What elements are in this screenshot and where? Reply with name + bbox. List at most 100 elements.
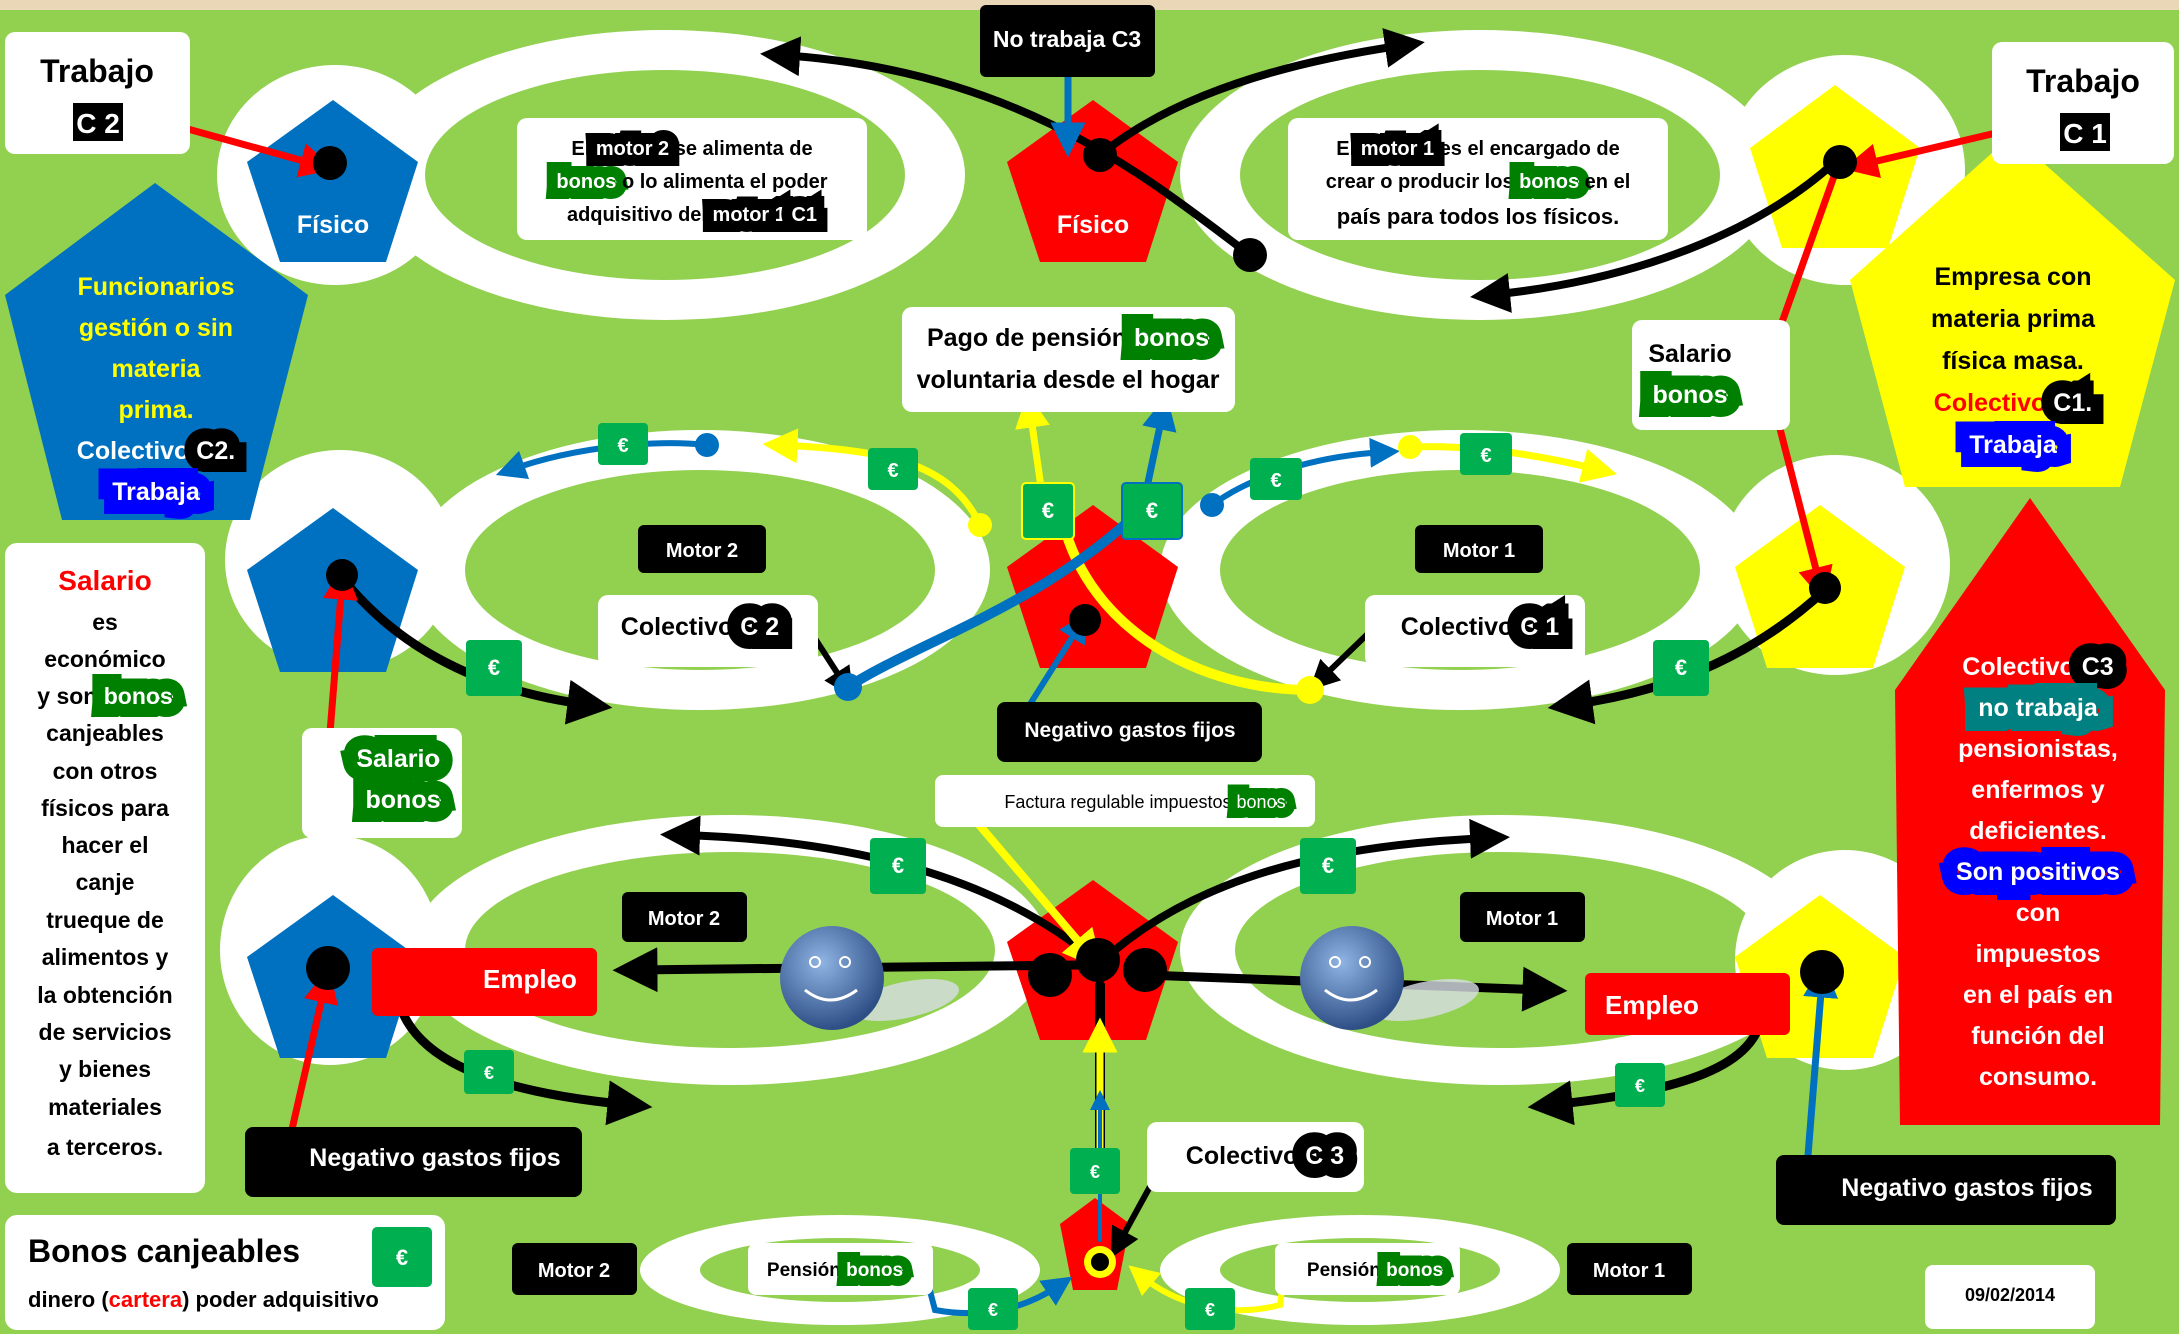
svg-text:Pensión bonos: Pensión bonos [1307,1260,1443,1281]
svg-text:€: € [617,435,628,457]
svg-text:El motor 2 se alimenta de: El motor 2 se alimenta de [571,138,812,160]
euro-icon: € [396,1245,408,1270]
svg-text:con otros: con otros [53,758,158,784]
pentagon-blue-top [247,100,418,262]
fisico-center-label: Físico [1057,211,1129,239]
svg-text:trueque de: trueque de [46,907,164,933]
svg-text:09/02/2014: 09/02/2014 [1965,1285,2055,1305]
svg-text:€: € [1042,498,1054,523]
svg-text:físicos para: físicos para [41,795,169,821]
pension-left-box: Pensión bonos [748,1243,933,1295]
negativo-mid-box: Negativo gastos fijos [997,702,1262,762]
svg-text:Pago de pensión bonos: Pago de pensión bonos [927,324,1209,352]
empleo-left-box: Empleo [372,948,597,1016]
svg-text:consumo.: consumo. [1979,1063,2097,1091]
svg-text:Negativo gastos fijos: Negativo gastos fijos [309,1144,560,1172]
svg-text:Trabaja: Trabaja [112,478,201,506]
svg-text:prima.: prima. [118,396,193,424]
empleo-right-box: Empleo [1585,973,1790,1035]
motor1-note: El motor 1 es el encargado de crear o pr… [1288,118,1668,240]
svg-text:Motor 1: Motor 1 [1486,908,1558,930]
svg-text:física masa.: física masa. [1942,347,2084,375]
svg-text:hacer el: hacer el [62,832,149,858]
euro-badge: € [968,1288,1018,1330]
pentagon-blue-big [5,183,308,520]
svg-text:canje: canje [76,869,135,895]
motor1-bottom-label: Motor 1 [1567,1243,1692,1295]
pension-right-box: Pensión bonos [1275,1243,1460,1295]
svg-text:pensionistas,: pensionistas, [1958,735,2118,763]
svg-text:€: € [484,1063,494,1083]
euro-badge: € [870,838,926,894]
euro-badge: € [1250,458,1302,500]
svg-text:gestión o sin: gestión o sin [79,314,233,342]
svg-text:Negativo gastos fijos: Negativo gastos fijos [1024,719,1235,742]
svg-text:voluntaria desde el hogar: voluntaria desde el hogar [917,366,1220,394]
svg-text:en el país en: en el país en [1963,981,2113,1009]
svg-text:materia: materia [112,355,202,383]
svg-text:Salario: Salario [58,565,151,596]
salario-note-text: Salario es económico y son bonos canjeab… [37,565,185,1160]
svg-text:a terceros.: a terceros. [47,1134,163,1160]
svg-text:materia prima: materia prima [1931,305,2096,333]
trabajo-c2-box: Trabajo C 2 [5,32,190,154]
euro-badge: € [1653,640,1709,696]
svg-text:materiales: materiales [48,1094,162,1120]
pentagon-red-top [1007,100,1178,262]
date-box: 09/02/2014 [1925,1265,2095,1329]
svg-text:Funcionarios: Funcionarios [78,273,235,301]
svg-text:no trabaja: no trabaja [1978,694,2099,722]
svg-text:€: € [1270,470,1281,492]
svg-text:Motor 2: Motor 2 [666,540,738,562]
svg-text:Trabaja: Trabaja [1969,431,2058,459]
euro-badge: € [598,423,648,465]
svg-text:Colectivo C2.: Colectivo C2. [77,437,235,465]
svg-text:Trabajo: Trabajo [40,53,154,89]
svg-text:Motor 2: Motor 2 [538,1260,610,1282]
svg-text:€: € [1090,1162,1100,1182]
motor1-low-label: Motor 1 [1460,892,1585,942]
svg-text:Colectivo C 1: Colectivo C 1 [1401,613,1559,641]
negativo-low-right-box: Negativo gastos fijos [1776,1155,2116,1225]
svg-text:Son positivos: Son positivos [1956,858,2120,886]
svg-text:y son bonos: y son bonos [37,683,172,709]
svg-text:€: € [1675,655,1687,680]
svg-text:Pensión bonos: Pensión bonos [767,1260,903,1281]
svg-text:crear o producir los bonos en: crear o producir los bonos en el [1326,171,1631,193]
motor1-mid-label: Motor 1 [1415,525,1543,573]
svg-text:y bienes: y bienes [59,1056,151,1082]
colectivo-c2-box: Colectivo C 2 [598,595,818,667]
svg-text:Motor 2: Motor 2 [648,908,720,930]
euro-badge: € [1070,1148,1120,1194]
svg-text:Bonos canjeables: Bonos canjeables [28,1233,300,1269]
svg-text:dinero (cartera) poder adquisi: dinero (cartera) poder adquisitivo [28,1287,379,1312]
pentagon-yellow-big [1850,135,2175,487]
svg-text:€: € [988,1300,998,1320]
svg-text:€: € [1635,1076,1645,1096]
svg-text:€: € [488,655,500,680]
negativo-low-left-box: Negativo gastos fijos [245,1127,582,1197]
euro-badges: € € € € € € € € € € € € € € € [464,423,1709,1330]
colectivo-c3-box: Colectivo C 3 [1147,1122,1364,1192]
euro-badge: € [1300,838,1356,894]
euro-badge: € [1021,482,1075,540]
salario-bonos-left-box: Salario bonos [302,728,462,838]
svg-text:función del: función del [1971,1022,2104,1050]
pentagon-red-c3-big [1895,498,2165,1125]
svg-text:Colectivo C 3: Colectivo C 3 [1186,1142,1344,1170]
svg-text:Empleo: Empleo [1605,990,1699,1020]
svg-text:Empresa con: Empresa con [1934,263,2091,291]
svg-text:€: € [1205,1300,1215,1320]
motor2-mid-label: Motor 2 [638,525,766,573]
svg-text:Empleo: Empleo [483,964,577,994]
svg-text:deficientes.: deficientes. [1969,817,2107,845]
no-trabaja-c3-box: No trabaja C3 [980,5,1155,77]
svg-text:€: € [892,853,904,878]
motor2-low-label: Motor 2 [622,892,747,942]
svg-text:canjeables: canjeables [46,720,164,746]
svg-text:adquisitivo del motor 1 C1: adquisitivo del motor 1 C1 [567,204,817,226]
svg-text:€: € [1146,498,1158,523]
svg-text:enfermos y: enfermos y [1971,776,2104,804]
svg-text:El motor 1 es el encargado de: El motor 1 es el encargado de [1336,138,1619,160]
